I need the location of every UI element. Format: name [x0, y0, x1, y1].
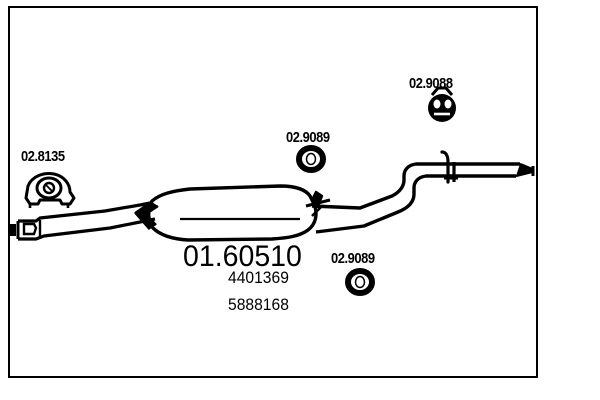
mount-bracket-ring [35, 176, 63, 200]
main-part-number: 01.60510 [183, 240, 302, 273]
alternate-part-number-2: 5888168 [228, 295, 289, 314]
rubber-mount-bracket-icon [24, 172, 76, 208]
rear-pipe-outlet-tip [515, 162, 534, 178]
rear-pipe-assembly [311, 162, 535, 234]
callout-label-gasket-lower: 02.9089 [331, 250, 375, 267]
muffler-shell-outline [147, 184, 318, 242]
gasket-ring-lower-bore [354, 275, 366, 289]
mount-bracket-detail-line [45, 184, 53, 192]
muffler-inlet-shading [136, 202, 158, 229]
callout-label-gasket-upper: 02.9089 [286, 129, 330, 146]
mount-bracket-hole [42, 181, 56, 195]
exhaust-gasket-ring-icon-upper [296, 145, 326, 173]
left-pipe-end-marker [10, 224, 16, 236]
drawing-border-frame [8, 6, 538, 378]
hanger-strap-hook [440, 150, 450, 184]
front-pipe-top-line [18, 201, 151, 223]
mount-bracket-outline [24, 172, 76, 206]
rubber-hanger-body [428, 94, 456, 122]
rear-pipe-bottom-line [315, 174, 516, 234]
muffler-body [134, 184, 318, 242]
gasket-ring-upper-outer [296, 145, 326, 173]
rear-pipe-hanger-strap [440, 150, 458, 184]
rubber-hanger-top-lugs [430, 86, 454, 96]
front-pipe-bottom-line [18, 217, 156, 241]
exhaust-rubber-hanger-icon [428, 86, 456, 122]
front-pipe-assembly [10, 201, 156, 241]
front-pipe-sleeve-detail [22, 222, 38, 236]
gasket-ring-upper-bore [305, 152, 317, 166]
rear-pipe-top-line [311, 162, 520, 210]
alternate-part-number-1: 4401369 [228, 268, 289, 287]
exhaust-gasket-ring-icon-lower [345, 268, 375, 296]
rubber-hanger-hole-left [433, 99, 441, 109]
gasket-ring-lower-outer [345, 268, 375, 296]
callout-label-mount-bracket: 02.8135 [21, 148, 65, 165]
mount-bracket-feet [28, 204, 70, 208]
hanger-bracket-arm [305, 198, 331, 208]
callout-label-hanger: 02.9088 [409, 75, 453, 92]
rubber-hanger-hole-right [444, 99, 452, 109]
